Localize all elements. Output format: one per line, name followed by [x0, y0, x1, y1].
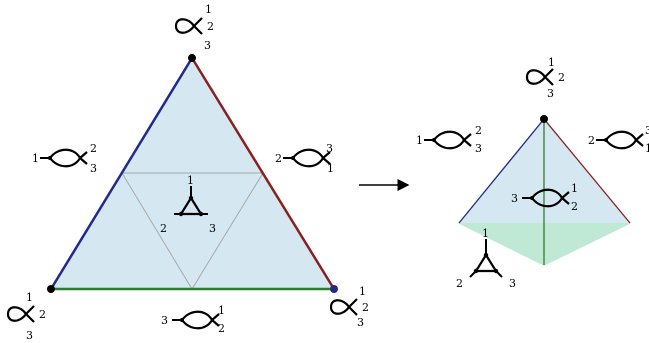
left-edge-label-b: 3: [90, 162, 97, 175]
center-label-2: 2: [160, 222, 167, 235]
pyramid-base-right-edge: [543, 222, 631, 266]
bottom-edge-label-b: 2: [218, 322, 225, 335]
bottom-edge-label-l: 3: [161, 314, 168, 327]
pyramid-left-edge: [458, 118, 545, 224]
right-bottom-label-2: 2: [456, 277, 463, 290]
right-top-label-3: 3: [547, 87, 554, 100]
center-label-3: 3: [209, 222, 216, 235]
top-label-3: 3: [204, 39, 211, 52]
left-triangle: [47, 54, 338, 293]
right-pyramid: [458, 115, 631, 266]
center-label-1: 1: [187, 174, 194, 187]
loop-graph-icon: 1 2 3: [174, 3, 214, 52]
loop-graph-icon: 1 2 3: [525, 56, 565, 100]
right-edge-label-a: 3: [326, 142, 333, 155]
pyramid-base-left-edge: [458, 222, 545, 266]
bottom-left-label-3: 3: [26, 329, 33, 342]
right-right-label-l: 2: [588, 134, 595, 147]
right-bottom-label-1: 1: [482, 227, 489, 240]
bottom-left-vertex: [47, 285, 55, 293]
loop-graph-icon: 1 2 3: [329, 285, 369, 329]
left-edge-label-l: 1: [32, 152, 39, 165]
bottom-right-vertex: [330, 285, 338, 293]
theta-graph-icon: 1 2 3: [456, 227, 516, 290]
right-right-label-b: 1: [645, 142, 649, 155]
right-bottom-label-3: 3: [509, 277, 516, 290]
theta-graph-icon: 1 2 3: [160, 174, 216, 235]
top-vertex: [188, 54, 196, 62]
loop-graph-icon: 1 2 3: [6, 291, 46, 342]
left-edge-label-a: 2: [90, 142, 97, 155]
right-right-label-a: 3: [645, 124, 649, 137]
right-center-label-l: 3: [511, 192, 518, 205]
fish-graph-icon: 1 2 3: [32, 142, 97, 175]
bottom-left-label-1: 1: [26, 291, 33, 304]
right-top-label-2: 2: [558, 71, 565, 84]
right-center-label-b: 2: [571, 200, 578, 213]
right-edge-label-b: 1: [327, 162, 334, 175]
right-top-label-1: 1: [548, 56, 555, 69]
inner-subdivision-triangle: [121, 172, 264, 290]
fish-graph-icon: 3 1 2: [161, 304, 225, 335]
fish-graph-icon: 2 3 1: [275, 142, 334, 175]
fish-graph-icon: 1 2 3: [416, 124, 482, 155]
right-edge-label-l: 2: [275, 152, 282, 165]
bottom-right-label-1: 1: [359, 285, 366, 298]
right-left-label-l: 1: [416, 134, 423, 147]
right-left-label-a: 2: [475, 124, 482, 137]
left-edge: [49, 57, 194, 290]
pyramid-right-edge: [543, 118, 631, 224]
top-label-1: 1: [205, 3, 212, 16]
bottom-edge-label-a: 1: [218, 304, 225, 317]
right-left-label-b: 3: [475, 142, 482, 155]
top-label-2: 2: [207, 20, 214, 33]
fish-graph-icon: 2 3 1: [588, 124, 649, 155]
bottom-left-label-2: 2: [39, 308, 46, 321]
fish-graph-icon: 3 1 2: [511, 182, 578, 213]
right-center-label-a: 1: [571, 182, 578, 195]
bottom-right-label-3: 3: [357, 316, 364, 329]
pyramid-apex-vertex: [540, 115, 548, 123]
right-edge: [190, 57, 336, 290]
bottom-right-label-2: 2: [362, 301, 369, 314]
